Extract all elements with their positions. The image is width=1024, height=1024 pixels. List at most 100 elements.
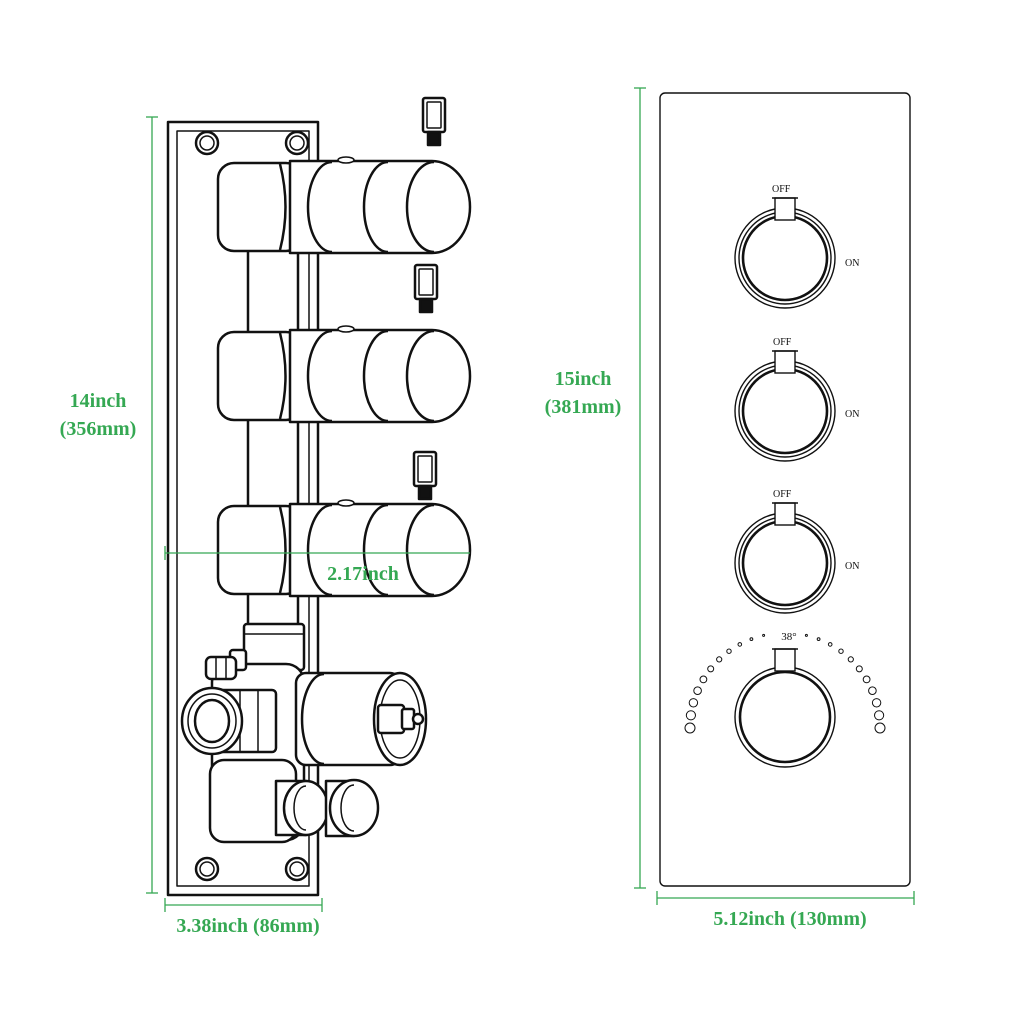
temperature-scale-dot [699, 675, 708, 684]
valve-housing-edge [278, 506, 287, 594]
temperature-scale-dot [716, 656, 723, 663]
knob-inner-ring [738, 670, 832, 764]
panel-dimensions [634, 87, 915, 905]
temperature-scale-dot [871, 698, 882, 708]
knob-indicator-tab [774, 502, 796, 526]
thermostatic-valve [180, 622, 428, 844]
temperature-scale-dot [688, 698, 699, 708]
temperature-scale-dot [827, 642, 833, 647]
cartridge-ring [306, 329, 333, 423]
knob-inner-ring [741, 367, 829, 455]
thermostat-temp-label: 38° [781, 631, 796, 643]
panel-width-label: 5.12inch (130mm) [713, 908, 866, 930]
inlet-opening [193, 698, 231, 744]
valve-height-metric: (356mm) [60, 418, 137, 440]
hole-inner [199, 861, 215, 877]
cartridge-ring [405, 503, 435, 597]
valve-depth-label: 2.17inch [327, 563, 399, 585]
valve-cartridge [288, 159, 472, 255]
control-2-off-label: OFF [773, 337, 792, 348]
temperature-scale-dot [726, 648, 732, 654]
cartridge-cap [337, 499, 355, 507]
face-plate: OFF ON OFF ON OFF ON 38° [659, 92, 911, 887]
control-3-off-label: OFF [773, 489, 792, 500]
mounting-hole-top-right [284, 130, 310, 156]
control-knob-1 [734, 197, 836, 309]
temperature-scale-dot [874, 722, 886, 734]
knob-indicator-tab [774, 350, 796, 374]
pin-thread [426, 130, 442, 147]
fitting-pin-3 [412, 450, 438, 501]
knob-inner-ring [741, 214, 829, 302]
temperature-scale-dot [847, 656, 854, 663]
outlet-tube-2 [324, 778, 380, 838]
cartridge-ring [405, 329, 435, 423]
cartridge-ring [306, 503, 333, 597]
knob-indicator-tab [774, 648, 796, 672]
diverter-valve-3 [216, 499, 472, 598]
cartridge-stem [376, 703, 406, 735]
face-plate-outline [659, 92, 911, 887]
temperature-scale-dot [685, 710, 697, 721]
control-1-off-label: OFF [772, 184, 791, 195]
tube-end-inner [293, 785, 307, 831]
temperature-scale-dot [737, 642, 743, 647]
fitting-nut [204, 655, 238, 681]
knob-inner-ring [741, 519, 829, 607]
valve-housing-edge [278, 163, 287, 251]
temperature-scale-dot [684, 722, 696, 734]
cartridge-ring [362, 329, 389, 423]
control-1-on-label: ON [845, 258, 859, 269]
valve-width-label: 3.38inch (86mm) [176, 915, 319, 937]
pin-thread [417, 484, 433, 501]
pin-body-inner [426, 101, 442, 129]
hole-inner [289, 135, 305, 151]
stem-tip [411, 712, 425, 726]
diverter-valve-2 [216, 325, 472, 424]
cartridge-ring [405, 160, 435, 254]
control-3-on-label: ON [845, 561, 859, 572]
cartridge-ring [362, 503, 389, 597]
diverter-valve-1 [216, 156, 472, 255]
temperature-scale-dot [804, 633, 808, 637]
cartridge-cap [337, 156, 355, 164]
thermostat-cartridge [294, 671, 428, 767]
valve-assembly [166, 96, 472, 897]
hole-inner [199, 135, 215, 151]
cartridge-ring [300, 672, 325, 766]
valve-height-imperial: 14inch [70, 390, 127, 412]
temperature-scale-dot [838, 648, 844, 654]
fitting-pin-1 [421, 96, 447, 147]
valve-dimensions [146, 116, 470, 912]
control-knob-3 [734, 502, 836, 614]
mounting-hole-top-left [194, 130, 220, 156]
panel-height-metric: (381mm) [545, 396, 622, 418]
temperature-scale-dot [862, 675, 871, 684]
temperature-scale-dot [816, 637, 821, 641]
knob-indicator-tab [774, 197, 796, 221]
cartridge-ring [362, 160, 389, 254]
mounting-hole-bottom-left [194, 856, 220, 882]
temperature-scale [684, 633, 886, 734]
cartridge-ring [306, 160, 333, 254]
pin-body-inner [418, 268, 434, 296]
tube-end [328, 778, 380, 838]
control-2-on-label: ON [845, 409, 859, 420]
outlet-tube-1 [274, 779, 330, 837]
temperature-scale-dot [693, 686, 702, 696]
temperature-scale-dot [874, 710, 885, 721]
temperature-scale-dot [749, 637, 754, 641]
tube-end-inner [340, 784, 355, 832]
panel-height-imperial: 15inch [555, 368, 612, 390]
mounting-hole-bottom-right [284, 856, 310, 882]
temperature-scale-dot [855, 665, 863, 673]
temperature-scale-dot [762, 633, 766, 637]
small-fitting [204, 648, 248, 681]
fitting-pin-2 [413, 263, 439, 314]
valve-cartridge [288, 328, 472, 424]
temperature-scale-dot [707, 665, 715, 673]
cartridge-cap [337, 325, 355, 333]
pin-thread [418, 297, 434, 314]
temperature-scale-dot [868, 686, 877, 696]
